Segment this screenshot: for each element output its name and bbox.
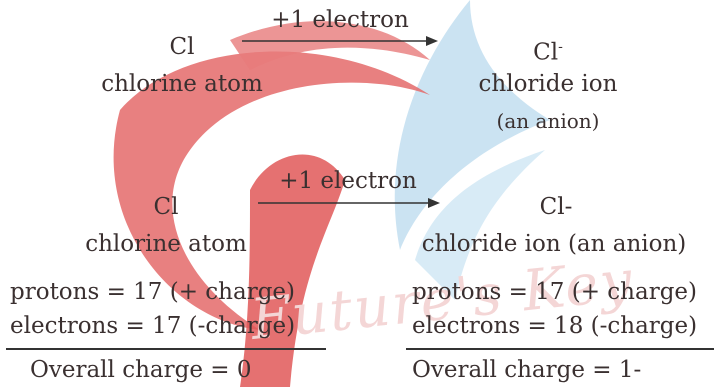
right-overall-charge: Overall charge = 1- xyxy=(412,357,642,383)
top-left-label: chlorine atom xyxy=(101,71,263,97)
left-electrons: electrons = 17 (-charge) xyxy=(10,313,296,339)
bottom-arrow-label: +1 electron xyxy=(279,168,417,194)
bottom-reaction-arrow xyxy=(258,198,440,208)
bottom-left-symbol: Cl xyxy=(153,194,179,220)
watermark-red-flame xyxy=(240,154,345,387)
watermark-blue-drop xyxy=(415,150,545,300)
right-protons: protons = 17 (+ charge) xyxy=(412,279,698,305)
top-right-label: chloride ion xyxy=(478,71,618,97)
watermark-red-arc xyxy=(230,21,430,70)
left-overall-charge: Overall charge = 0 xyxy=(30,357,252,383)
bottom-right-label: chloride ion (an anion) xyxy=(421,231,687,257)
watermark-red-swirl xyxy=(113,51,430,331)
top-left-symbol: Cl xyxy=(169,34,195,60)
bottom-right-symbol: Cl- xyxy=(539,194,573,220)
top-right-symbol: Cl- xyxy=(533,33,563,67)
top-right-symbol-text: Cl xyxy=(533,39,559,66)
right-electrons: electrons = 18 (-charge) xyxy=(412,313,698,339)
top-right-charge: - xyxy=(558,39,563,55)
left-protons: protons = 17 (+ charge) xyxy=(10,279,296,305)
left-sum-rule xyxy=(6,348,326,350)
top-right-sublabel: (an anion) xyxy=(496,109,600,133)
bottom-left-label: chlorine atom xyxy=(85,231,247,257)
top-arrow-label: +1 electron xyxy=(271,7,409,33)
watermark-blue-leaf xyxy=(394,0,550,250)
right-sum-rule xyxy=(406,348,714,350)
top-reaction-arrow xyxy=(242,36,438,46)
